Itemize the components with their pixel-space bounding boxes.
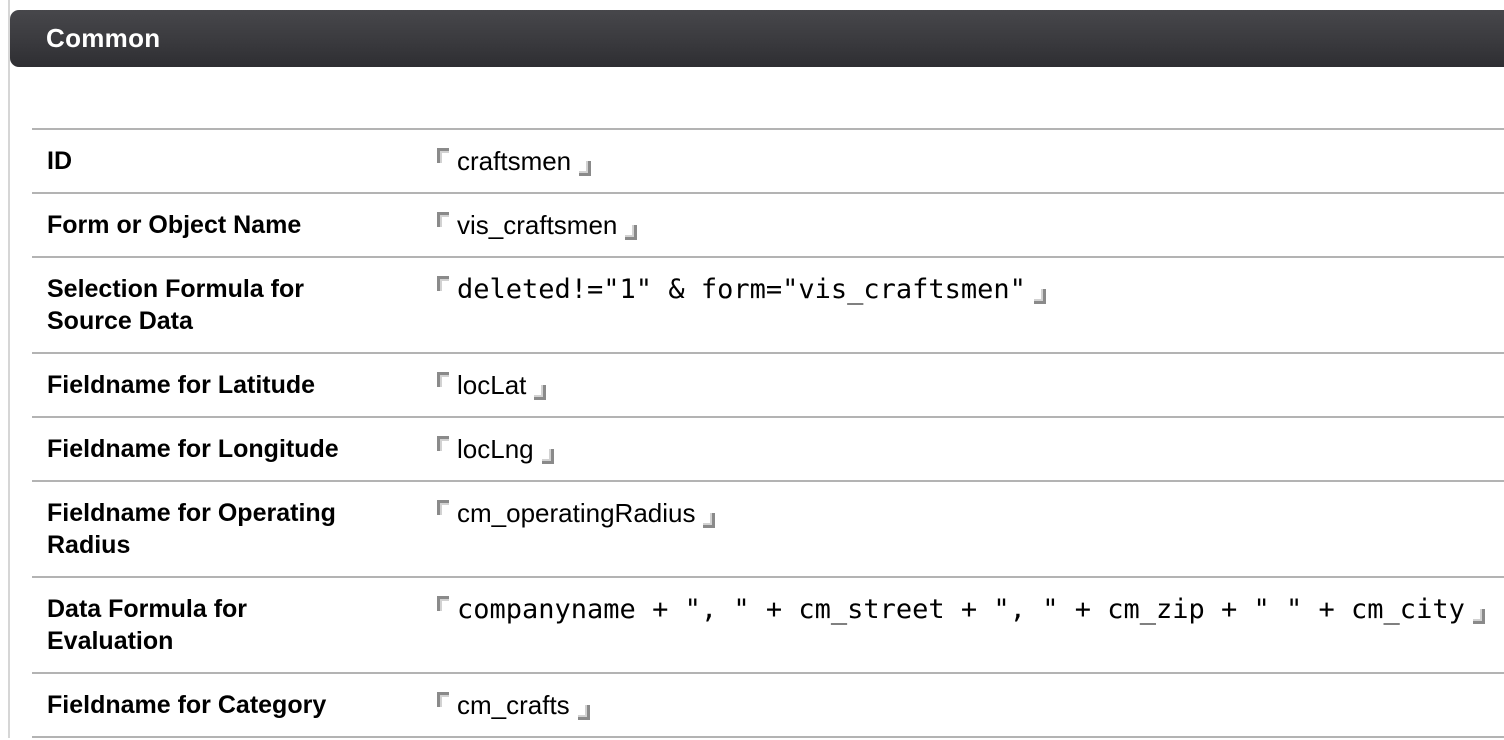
field-label: Selection Formula for Source Data	[47, 275, 304, 335]
field-value: vis_craftsmen	[437, 209, 638, 241]
field-bracket-open-icon	[437, 372, 449, 387]
field-bracket-close-icon	[577, 705, 590, 720]
field-row-data-formula: Data Formula for Evaluation companyname …	[32, 576, 1504, 672]
section-header-common: Common	[10, 10, 1504, 67]
field-table: ID craftsmen Form or Object Name vis_cra…	[32, 128, 1504, 738]
field-bracket-open-icon	[437, 500, 449, 515]
field-label: Fieldname for Latitude	[47, 371, 316, 399]
field-row-selection-formula: Selection Formula for Source Data delete…	[32, 256, 1504, 352]
field-value: locLat	[437, 369, 547, 401]
field-bracket-close-icon	[703, 513, 716, 528]
field-label: Form or Object Name	[47, 211, 302, 239]
field-value: cm_operatingRadius	[437, 497, 716, 529]
editable-field-longitude[interactable]: locLng	[457, 434, 534, 464]
field-bracket-open-icon	[437, 692, 449, 707]
section-title: Common	[46, 23, 161, 53]
field-bracket-close-icon	[541, 449, 554, 464]
field-value: cm_crafts	[437, 689, 590, 721]
field-label: Fieldname for Category	[47, 691, 327, 719]
field-value: deleted!="1" & form="vis_craftsmen"	[437, 273, 1046, 306]
field-label: Fieldname for Longitude	[47, 435, 339, 463]
field-bracket-close-icon	[579, 161, 592, 176]
editable-field-latitude[interactable]: locLat	[457, 370, 527, 400]
field-value: craftsmen	[437, 145, 592, 177]
editable-field-form-name[interactable]: vis_craftsmen	[457, 210, 618, 240]
field-bracket-close-icon	[625, 225, 638, 240]
field-value: companyname + ", " + cm_street + ", " + …	[437, 593, 1485, 626]
field-label: Data Formula for Evaluation	[47, 595, 248, 655]
field-bracket-close-icon	[1033, 289, 1046, 304]
editable-field-id[interactable]: craftsmen	[457, 146, 572, 176]
field-row-category: Fieldname for Category cm_crafts	[32, 672, 1504, 738]
field-bracket-open-icon	[437, 148, 449, 163]
form-page: Common ID craftsmen Form or Object Name …	[8, 0, 1504, 738]
field-bracket-close-icon	[1472, 609, 1485, 624]
field-row-id: ID craftsmen	[32, 128, 1504, 192]
field-label: ID	[47, 147, 72, 175]
field-row-latitude: Fieldname for Latitude locLat	[32, 352, 1504, 416]
editable-field-selection-formula[interactable]: deleted!="1" & form="vis_craftsmen"	[457, 274, 1026, 305]
field-label: Fieldname for Operating Radius	[47, 499, 336, 559]
editable-field-category[interactable]: cm_crafts	[457, 690, 570, 720]
field-row-longitude: Fieldname for Longitude locLng	[32, 416, 1504, 480]
field-bracket-open-icon	[437, 596, 449, 611]
field-bracket-open-icon	[437, 212, 449, 227]
field-row-form-or-object-name: Form or Object Name vis_craftsmen	[32, 192, 1504, 256]
field-bracket-open-icon	[437, 276, 449, 291]
field-value: locLng	[437, 433, 554, 465]
editable-field-operating-radius[interactable]: cm_operatingRadius	[457, 498, 696, 528]
field-bracket-open-icon	[437, 436, 449, 451]
editable-field-data-formula[interactable]: companyname + ", " + cm_street + ", " + …	[457, 594, 1465, 625]
field-row-operating-radius: Fieldname for Operating Radius cm_operat…	[32, 480, 1504, 576]
field-bracket-close-icon	[534, 385, 547, 400]
